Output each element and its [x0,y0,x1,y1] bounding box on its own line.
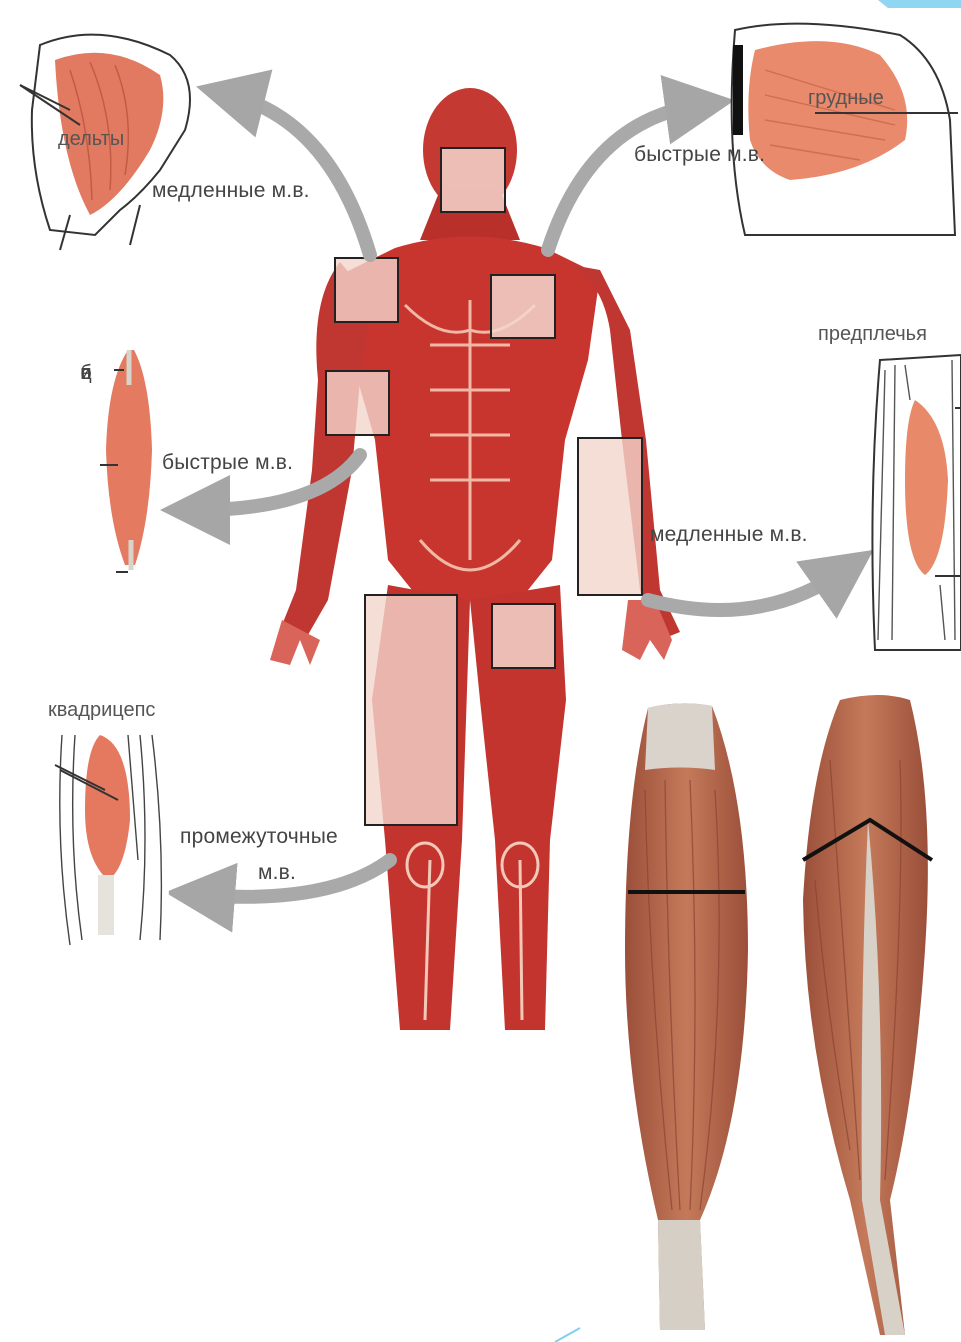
sternum-bar [733,45,743,135]
quadriceps-name-label: квадрицепс [48,700,155,720]
box-shoulder [335,258,398,322]
box-chest [491,275,555,338]
quadriceps-inset [55,730,170,945]
box-thigh [365,595,457,825]
arrow-to-deltoid [230,95,370,255]
arrow-to-forearm [648,570,845,610]
forearm-name-label: предплечья [818,324,927,344]
deltoid-fiber-label: медленные м.в. [152,180,310,201]
pectoral-name-label: грудные [808,88,884,108]
pectoral-fiber-label: быстрые м.в. [634,144,765,165]
corner-accent [878,0,961,8]
biceps-letter: с [76,358,96,388]
forearm-inset [872,355,961,650]
box-forearm [578,438,642,595]
box-face [441,148,505,212]
quadriceps-fiber-label-line2: м.в. [258,862,296,883]
forearm-fiber-label: медленные м.в. [650,524,808,545]
quadriceps-fiber-label-line1: промежуточные [180,826,338,847]
calf-muscle-panel [575,688,961,1342]
box-upper-arm [326,371,389,435]
biceps-fiber-label: быстрые м.в. [162,452,293,473]
biceps-inset [100,350,152,572]
deltoid-name-label: дельты [58,129,124,149]
box-inner-thigh [492,604,555,668]
arrow-to-pectoral [548,105,700,250]
pectoral-inset [732,24,958,235]
